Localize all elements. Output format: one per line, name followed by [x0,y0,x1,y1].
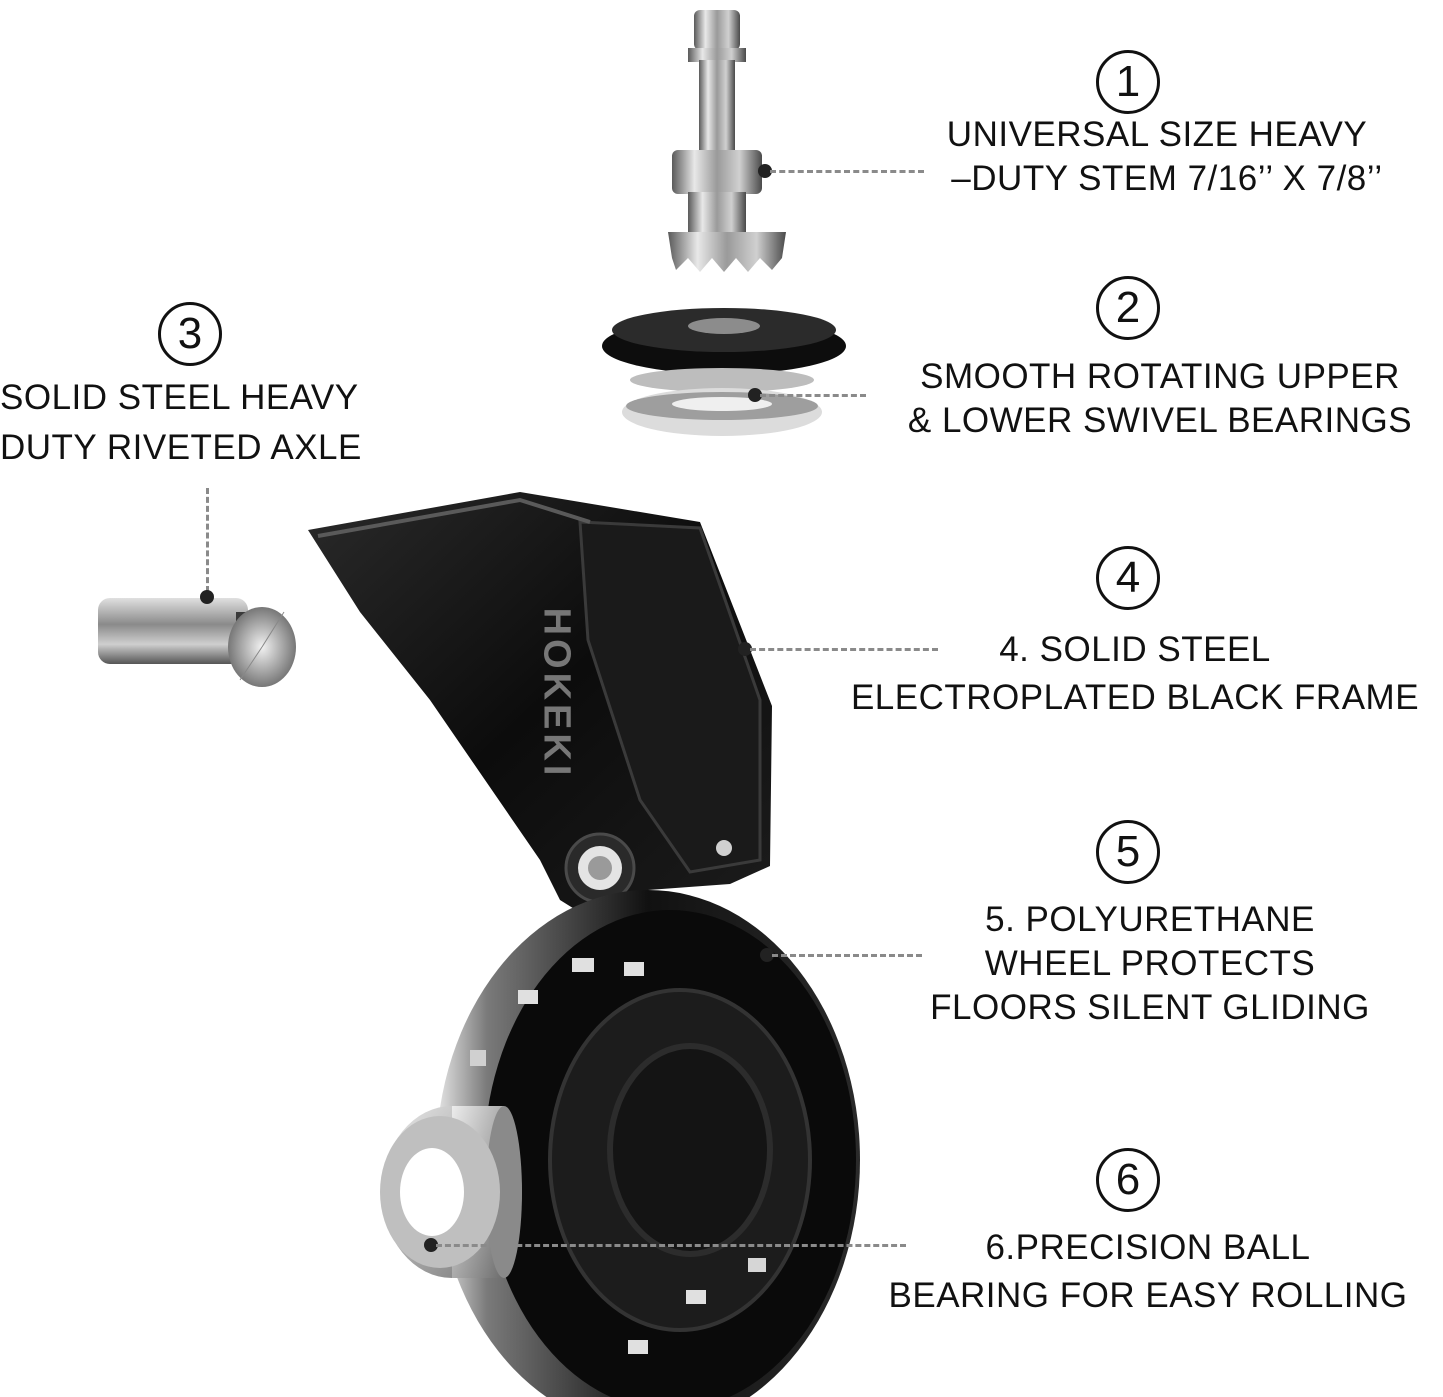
axle-part [98,598,296,687]
callout-6-line-2: BEARING FOR EASY ROLLING [888,1276,1408,1315]
callout-1-line-2: –DUTY STEM 7/16’’ X 7/8’’ [951,159,1383,198]
callout-4-label: 4. SOLID STEEL ELECTROPLATED BLACK FRAME [830,628,1440,720]
callout-4-number: 4 [1096,546,1160,610]
brand-logo: HOKEKI [535,607,578,780]
callout-1-leader [770,170,924,173]
ball-bearing-part [380,1106,522,1278]
callout-5-leader [772,954,922,957]
callout-5-line-3: FLOORS SILENT GLIDING [930,988,1370,1027]
callout-4-line-2: ELECTROPLATED BLACK FRAME [850,678,1420,717]
callout-5-number: 5 [1096,820,1160,884]
callout-5-line-1: 5. POLYURETHANE [985,900,1315,939]
callout-4-leader [750,648,938,651]
callout-3-line-1: SOLID STEEL HEAVY [0,378,359,417]
callout-2-dot [748,388,762,402]
callout-1-label: UNIVERSAL SIZE HEAVY –DUTY STEM 7/16’’ X… [922,113,1392,201]
callout-5-dot [760,948,774,962]
callout-1-dot [758,164,772,178]
callout-2-number: 2 [1096,276,1160,340]
callout-5-label: 5. POLYURETHANE WHEEL PROTECTS FLOORS SI… [900,898,1400,1030]
callout-6-number: 6 [1096,1148,1160,1212]
callout-4-line-1: 4. SOLID STEEL [999,630,1271,669]
callout-2-line-1: SMOOTH ROTATING UPPER [920,357,1400,396]
callout-1-number: 1 [1096,50,1160,114]
callout-4-dot [738,642,752,656]
callout-3-dot [200,590,214,604]
callout-6-dot [424,1238,438,1252]
callout-3-number: 3 [158,302,222,366]
wheel-part [436,890,860,1397]
callout-3-leader [206,488,209,592]
callout-6-leader [436,1244,906,1247]
callout-2-leader [760,394,866,397]
stem-part [668,10,786,272]
callout-2-label: SMOOTH ROTATING UPPER & LOWER SWIVEL BEA… [890,355,1430,443]
callout-5-line-2: WHEEL PROTECTS [984,944,1316,983]
callout-6-label: 6.PRECISION BALL BEARING FOR EASY ROLLIN… [860,1226,1436,1318]
callout-1-line-1: UNIVERSAL SIZE HEAVY [946,115,1368,154]
callout-3-line-2: DUTY RIVETED AXLE [0,428,362,467]
callout-6-line-1: 6.PRECISION BALL [985,1228,1311,1267]
callout-3-label: SOLID STEEL HEAVY DUTY RIVETED AXLE [0,376,400,470]
callout-2-line-2: & LOWER SWIVEL BEARINGS [907,401,1413,440]
frame-part [308,492,772,920]
swivel-bearing-part [602,308,846,436]
